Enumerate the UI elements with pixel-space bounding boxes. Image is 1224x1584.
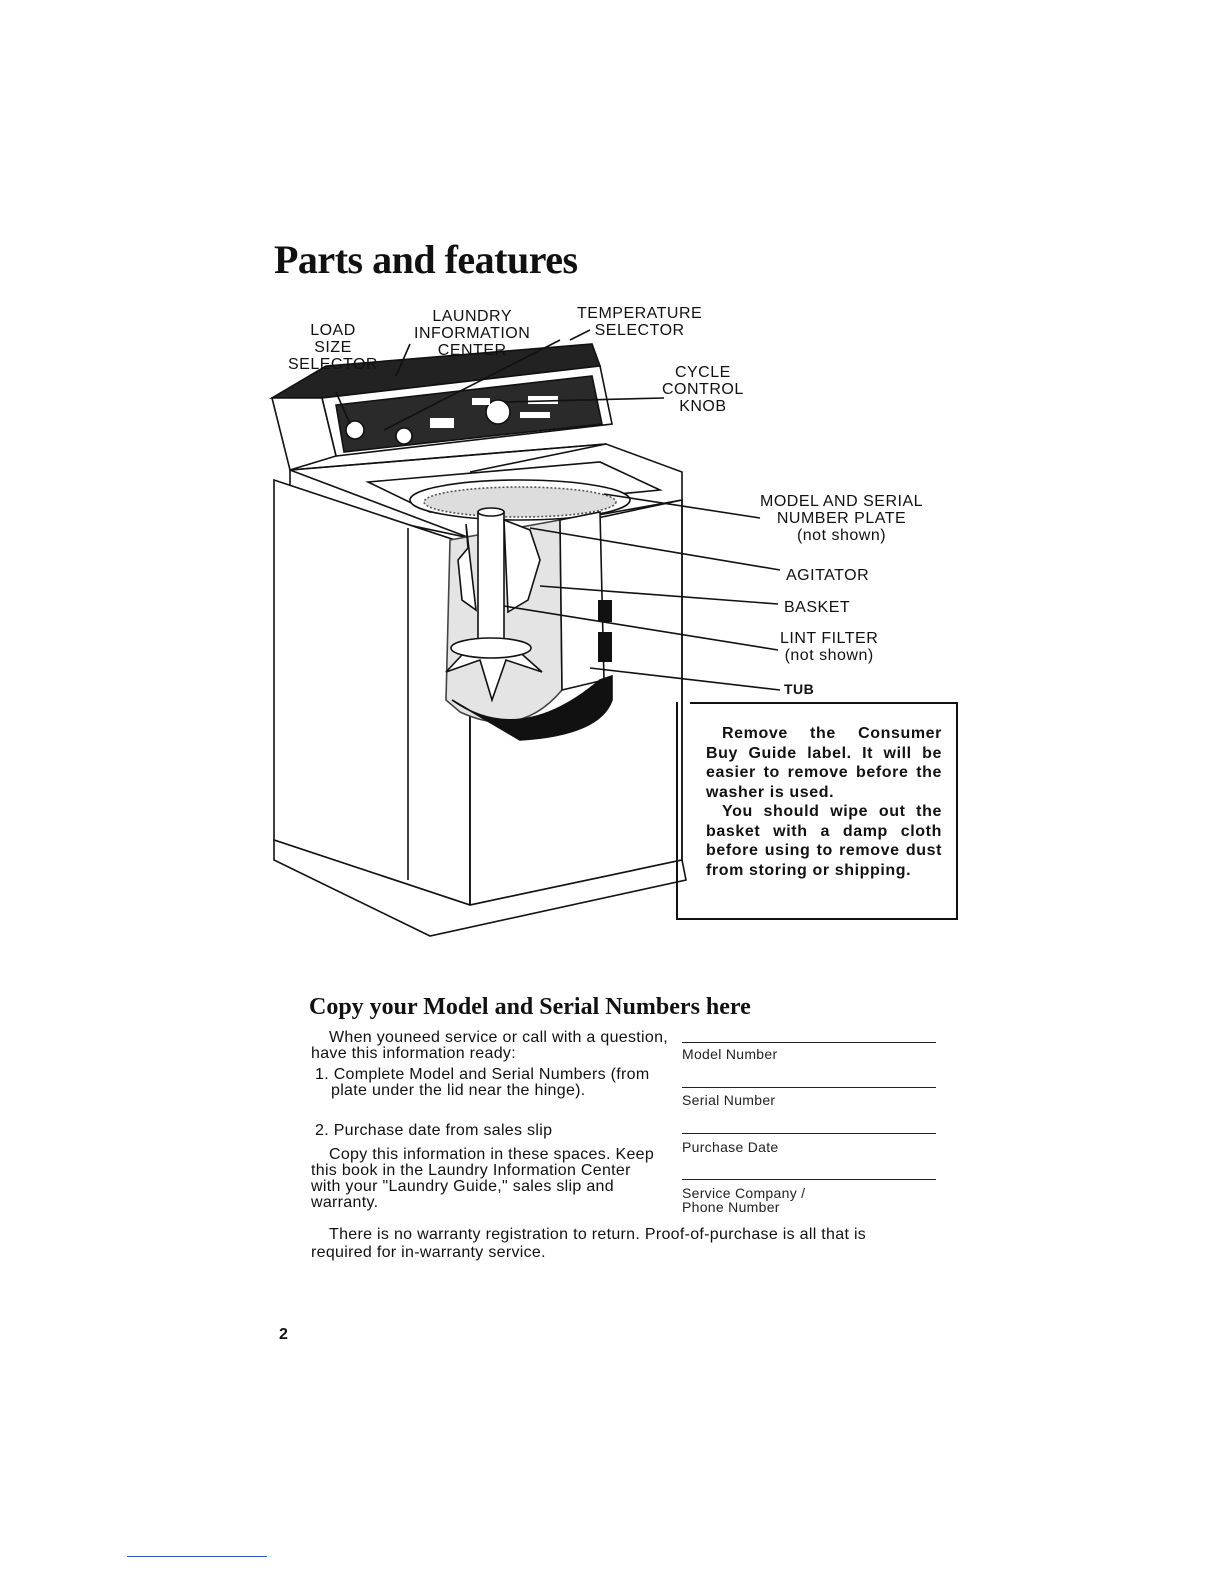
agitator-shape	[477, 511, 505, 643]
copy-intro: When youneed service or call with a ques…	[311, 1029, 669, 1062]
purchase-date-field[interactable]	[682, 1133, 936, 1134]
serial-number-label: Serial Number	[682, 1092, 776, 1108]
service-company-label: Service Company /	[682, 1185, 806, 1201]
callout-basket: BASKET	[784, 599, 851, 616]
purchase-date-label: Purchase Date	[682, 1139, 779, 1155]
copy-step-2: 2. Purchase date from sales slip	[315, 1122, 553, 1139]
temperature-knob	[395, 427, 413, 445]
copy-step-1: 1. Complete Model and Serial Numbers (fr…	[315, 1066, 650, 1099]
phone-number-label: Phone Number	[682, 1199, 780, 1215]
note-paragraph-remove-label: Remove the Consumer Buy Guide label. It …	[706, 725, 942, 801]
callout-laundry-information-center: LAUNDRY INFORMATION CENTER	[414, 308, 531, 359]
consumer-buy-guide-note: Remove the Consumer Buy Guide label. It …	[676, 702, 958, 920]
callout-tub: TUB	[784, 681, 815, 697]
model-number-field[interactable]	[682, 1042, 936, 1043]
washer-illustration	[269, 329, 781, 937]
page-number: 2	[279, 1326, 288, 1343]
warranty-note: There is no warranty registration to ret…	[311, 1226, 867, 1261]
callout-load-size-selector: LOAD SIZE SELECTOR	[288, 322, 378, 373]
page-title: Parts and features	[274, 237, 578, 282]
copy-instruction: Copy this information in these spaces. K…	[311, 1146, 655, 1211]
cycle-knob	[485, 399, 511, 425]
callout-temperature-selector: TEMPERATURE SELECTOR	[577, 305, 703, 339]
load-size-knob	[345, 420, 365, 440]
callout-agitator: AGITATOR	[786, 567, 870, 584]
callout-lint-filter: LINT FILTER (not shown)	[780, 630, 879, 664]
note-paragraph-wipe-basket: You should wipe out the basket with a da…	[706, 803, 942, 879]
copy-section-heading: Copy your Model and Serial Numbers here	[309, 994, 751, 1020]
callout-cycle-control-knob: CYCLE CONTROL KNOB	[662, 364, 744, 415]
callout-model-serial-plate: MODEL AND SERIAL NUMBER PLATE (not shown…	[760, 493, 924, 544]
footer-rule	[127, 1556, 267, 1557]
serial-number-field[interactable]	[682, 1087, 936, 1088]
service-company-field[interactable]	[682, 1179, 936, 1180]
cabinet-front	[273, 478, 471, 907]
model-number-label: Model Number	[682, 1046, 778, 1062]
